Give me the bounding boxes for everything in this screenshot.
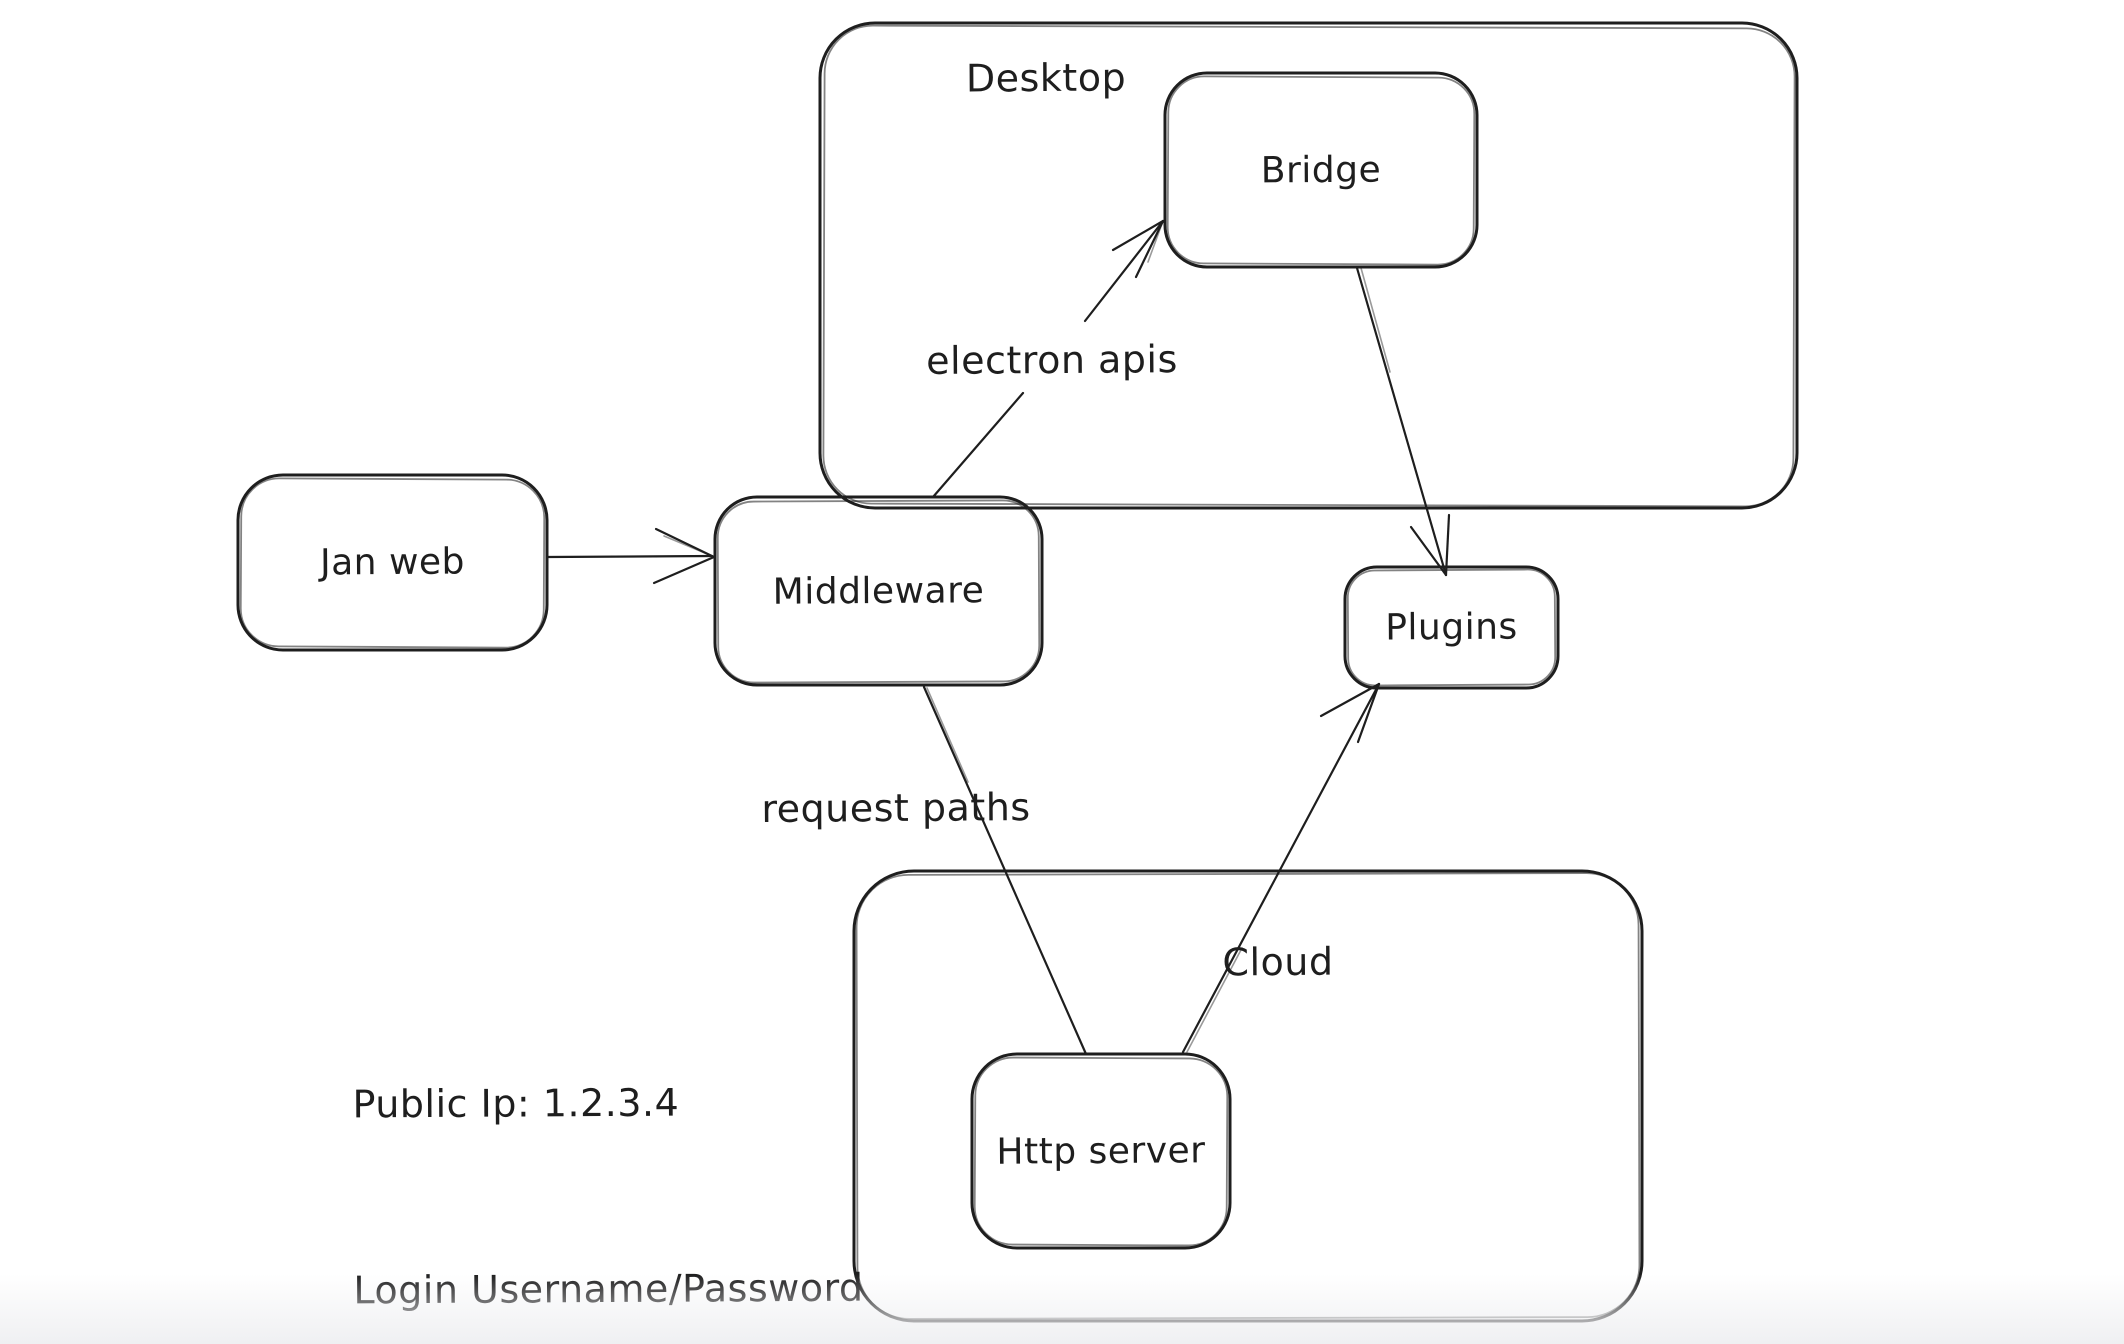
arrow-httpserver-to-plugins[interactable] xyxy=(1181,682,1381,1054)
jan-web-node[interactable] xyxy=(236,473,549,652)
public-ip-text: Public Ip: 1.2.3.4 xyxy=(352,1080,680,1127)
desktop-container[interactable] xyxy=(818,21,1799,510)
jan-web-label[interactable]: Jan web xyxy=(319,541,466,584)
arrow-janweb-to-middleware[interactable] xyxy=(546,527,716,585)
http-server-node[interactable] xyxy=(970,1052,1232,1250)
middleware-node[interactable] xyxy=(713,495,1044,687)
arrow-middleware-to-bridge[interactable] xyxy=(931,219,1165,499)
plugins-node[interactable] xyxy=(1343,565,1560,690)
cloud-container-label[interactable]: Cloud xyxy=(1222,939,1334,985)
bottom-edge-gradient xyxy=(0,1274,2124,1344)
plugins-label[interactable]: Plugins xyxy=(1385,606,1518,649)
request-paths-edge-label[interactable]: request paths xyxy=(761,785,1031,831)
bridge-label[interactable]: Bridge xyxy=(1260,149,1382,191)
electron-apis-edge-label[interactable]: electron apis xyxy=(926,337,1178,383)
bridge-node[interactable] xyxy=(1163,71,1479,269)
http-server-label[interactable]: Http server xyxy=(996,1129,1206,1173)
middleware-label[interactable]: Middleware xyxy=(772,569,985,613)
line-middleware-to-httpserver[interactable] xyxy=(922,685,1088,1056)
arrow-bridge-to-plugins[interactable] xyxy=(1355,266,1451,577)
